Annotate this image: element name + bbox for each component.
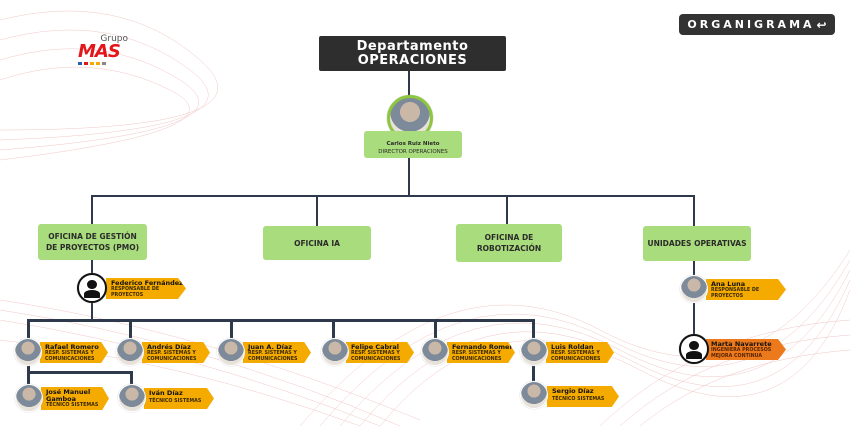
connector (27, 319, 534, 322)
person-role: RESPONSABLE DE PROYECTOS (111, 287, 160, 298)
person-name: Rafael Romero (45, 343, 99, 351)
person-role: RESP. SISTEMAS Y COMUNICACIONES (452, 351, 502, 362)
organigrama-label: ORGANIGRAMA (687, 18, 815, 31)
director-role: DIRECTOR OPERACIONES (378, 148, 448, 155)
person-role: RESP. SISTEMAS Y COMUNICACIONES (551, 351, 601, 362)
person-photo (421, 338, 449, 366)
person-role: INGENIERA PROCESOS MEJORA CONTINUA (711, 348, 772, 359)
person-role: RESP. SISTEMAS Y COMUNICACIONES (45, 351, 95, 362)
office-robotizacion: OFICINA DE ROBOTIZACIÓN (456, 224, 562, 262)
connector (434, 319, 437, 339)
department-title: Departamento OPERACIONES (319, 36, 506, 71)
person-name: Iván Díaz (149, 389, 183, 397)
logo-text-grupo: Grupo (100, 34, 128, 44)
director-card: Carlos Ruiz Nieto DIRECTOR OPERACIONES (364, 131, 462, 158)
person-photo (680, 275, 708, 303)
office-label: OFICINA DE ROBOTIZACIÓN (476, 233, 542, 253)
office-pmo: OFICINA DE GESTIÓN DE PROYECTOS (PMO) (38, 224, 147, 260)
person-name: Ana Luna (711, 280, 746, 288)
logo-color-dots (78, 62, 134, 65)
connector (129, 319, 132, 339)
title-line2: OPERACIONES (357, 53, 468, 68)
person-photo (217, 338, 245, 366)
grupo-mas-logo: Grupo MAS (78, 34, 134, 70)
person-photo (118, 384, 146, 412)
office-label: OFICINA IA (294, 238, 340, 248)
connector (91, 195, 93, 225)
person-role: TÉCNICO SISTEMAS (552, 397, 605, 402)
person-name: Fernando Romero (452, 343, 518, 351)
person-name: Luis Roldan (551, 343, 594, 351)
office-unidades-operativas: UNIDADES OPERATIVAS (643, 226, 751, 261)
person-name: Sergio Díaz (552, 387, 594, 395)
person-name: Federico Fernández (111, 279, 183, 287)
return-arrow-icon: ↩ (816, 17, 827, 32)
connector (91, 195, 695, 197)
person-name: Juan A. Díaz (248, 343, 292, 351)
connector (693, 195, 695, 226)
person-photo (520, 338, 548, 366)
avatar-placeholder-icon (679, 334, 709, 364)
connector (506, 195, 508, 225)
person-photo (520, 381, 548, 409)
person-name: Andrés Díaz (147, 343, 191, 351)
person-role: TÉCNICO SISTEMAS (149, 399, 202, 404)
office-ia: OFICINA IA (263, 226, 371, 260)
connector (316, 195, 318, 226)
connector (408, 71, 410, 97)
director-name: Carlos Ruiz Nieto (386, 140, 440, 147)
connector (27, 371, 133, 374)
person-name: Felipe Cabral (351, 343, 399, 351)
person-photo (15, 384, 43, 412)
office-label: UNIDADES OPERATIVAS (647, 239, 747, 248)
person-name: José Manuel Gamboa (46, 388, 91, 403)
person-role: TÉCNICO SISTEMAS (46, 403, 99, 408)
person-photo (116, 338, 144, 366)
connector (230, 319, 233, 339)
office-label: OFICINA DE GESTIÓN DE PROYECTOS (PMO) (45, 232, 140, 252)
logo-text-mas: MAS (78, 41, 121, 62)
connector (332, 319, 335, 339)
person-role: RESP. SISTEMAS Y COMUNICACIONES (248, 351, 298, 362)
person-photo (14, 338, 42, 366)
avatar-placeholder-icon (77, 273, 107, 303)
connector (130, 371, 133, 385)
title-line1: Departamento (356, 39, 469, 54)
person-name: Marta Navarrete (711, 340, 772, 348)
connector (408, 158, 410, 196)
person-photo (321, 338, 349, 366)
organigrama-button[interactable]: ORGANIGRAMA ↩ (679, 14, 835, 35)
person-role: RESP. SISTEMAS Y COMUNICACIONES (351, 351, 401, 362)
person-role: RESP. SISTEMAS Y COMUNICACIONES (147, 351, 197, 362)
person-role: RESPONSABLE DE PROYECTOS (711, 288, 760, 299)
